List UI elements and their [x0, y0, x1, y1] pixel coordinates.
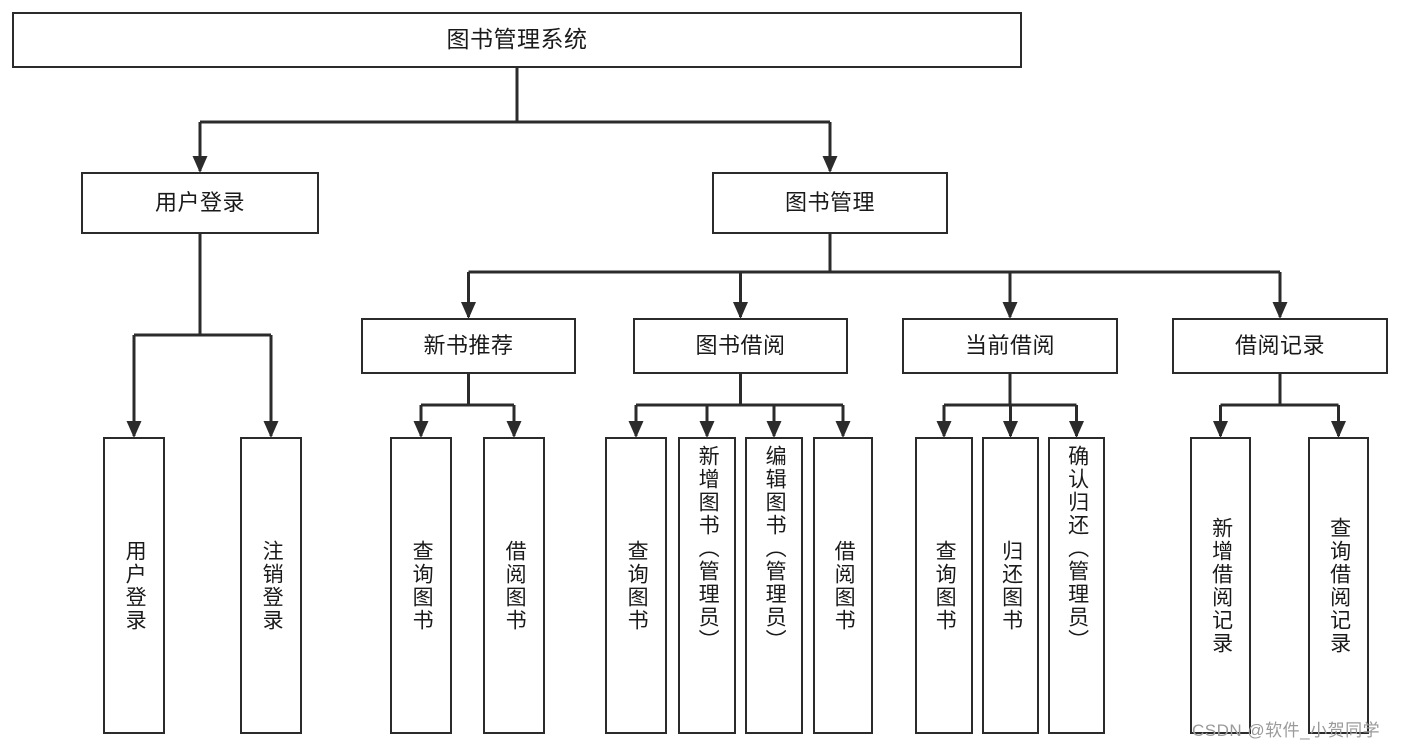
node-user-logout: 注销登录: [240, 437, 302, 734]
node-label: 归还图书: [999, 539, 1023, 632]
node-br-add-record: 新增借阅记录: [1190, 437, 1251, 734]
node-label: 新书推荐: [423, 332, 514, 358]
node-label: 图书管理系统: [446, 26, 588, 53]
node-label: 图书管理: [784, 189, 875, 215]
node-br-query-record: 查询借阅记录: [1308, 437, 1369, 734]
node-label: 编辑图书（管理员）: [763, 445, 787, 652]
node-book-borrow: 图书借阅: [633, 318, 848, 374]
node-label: 用户登录: [154, 189, 245, 215]
node-root: 图书管理系统: [12, 12, 1022, 68]
watermark-text: CSDN @软件_小贺同学: [1192, 721, 1381, 740]
node-label: 查询图书: [625, 539, 649, 632]
node-user-login-do: 用户登录: [103, 437, 165, 734]
node-bb-edit-book: 编辑图书（管理员）: [745, 437, 803, 734]
node-cb-query-book: 查询图书: [915, 437, 973, 734]
node-user-login: 用户登录: [81, 172, 319, 234]
node-borrow-record: 借阅记录: [1172, 318, 1388, 374]
node-label: 当前借阅: [964, 332, 1055, 358]
node-bb-add-book: 新增图书（管理员）: [678, 437, 736, 734]
node-label: 图书借阅: [695, 332, 786, 358]
node-bb-query-book: 查询图书: [605, 437, 667, 734]
node-label: 借阅图书: [503, 539, 527, 632]
node-bb-borrow-book: 借阅图书: [813, 437, 873, 734]
node-label: 借阅图书: [832, 539, 856, 632]
node-cb-confirm-return: 确认归还（管理员）: [1048, 437, 1105, 734]
node-label: 注销登录: [260, 539, 284, 632]
node-label: 借阅记录: [1234, 332, 1325, 358]
node-label: 查询借阅记录: [1327, 516, 1351, 655]
node-book-manage: 图书管理: [712, 172, 948, 234]
node-label: 确认归还（管理员）: [1065, 445, 1089, 652]
node-new-book-recommend: 新书推荐: [361, 318, 576, 374]
node-label: 查询图书: [933, 539, 957, 632]
node-label: 新增图书（管理员）: [696, 445, 720, 652]
node-nbr-query-book: 查询图书: [390, 437, 452, 734]
node-current-borrow: 当前借阅: [902, 318, 1118, 374]
node-label: 查询图书: [410, 539, 434, 632]
node-nbr-borrow-book: 借阅图书: [483, 437, 545, 734]
node-label: 用户登录: [123, 539, 147, 632]
node-cb-return-book: 归还图书: [982, 437, 1039, 734]
node-label: 新增借阅记录: [1209, 516, 1233, 655]
